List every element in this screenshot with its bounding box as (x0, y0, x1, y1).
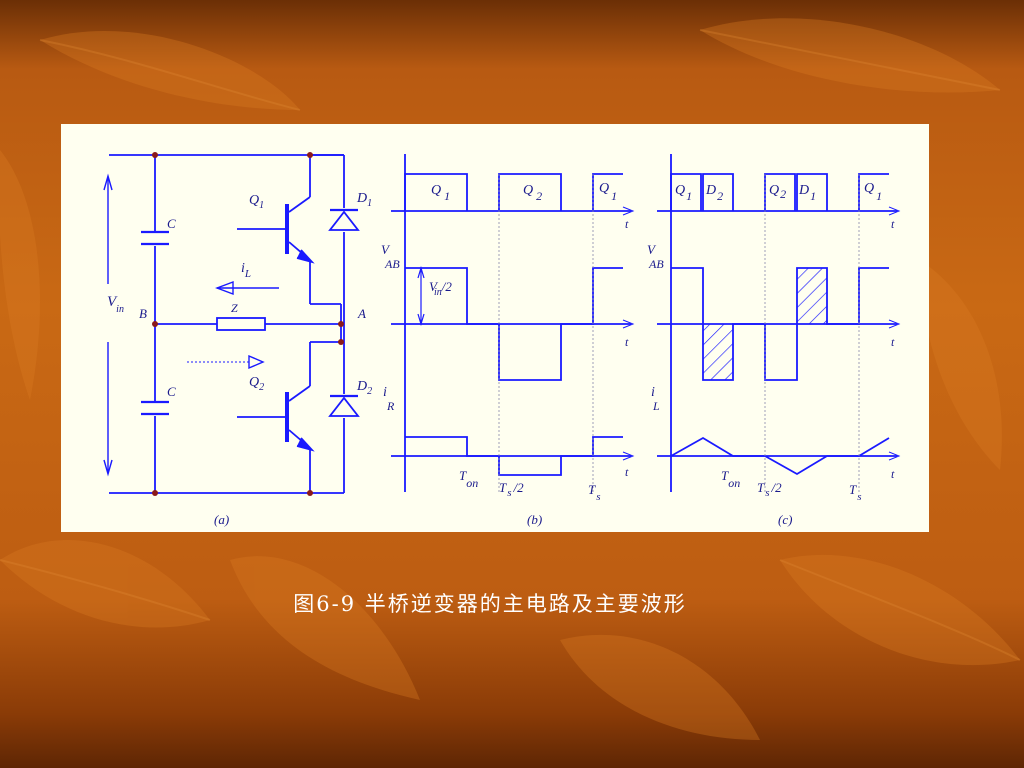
c-ts-label: Ts (849, 482, 862, 503)
figure-caption: 图6-9 半桥逆变器的主电路及主要波形 (293, 592, 687, 616)
b-t-label-3: t (625, 465, 629, 479)
time-markers-b (498, 174, 594, 494)
leaf-shape (560, 634, 760, 740)
vin-label: Vin (107, 294, 124, 315)
b-ton-label: Ton (459, 468, 478, 490)
transistor-q2 (237, 341, 341, 493)
d1-label: D1 (356, 191, 372, 209)
current-dotted-arrow (187, 354, 265, 370)
b-ts2-label: Ts/2 (499, 480, 524, 499)
leaf-shape (40, 30, 300, 111)
b-ts-label: Ts (588, 482, 601, 503)
d2-label: D2 (356, 379, 372, 397)
b-vin2-label: Vin/2 (429, 279, 452, 298)
q2-label: Q2 (249, 375, 264, 393)
diode-d1 (328, 208, 360, 231)
panel-c-label: (c) (778, 512, 792, 527)
c-q1-label: Q1 (675, 183, 692, 203)
c-d1-label: D1 (798, 183, 816, 203)
circuit-diagram (103, 154, 360, 494)
c-t-label-3: t (891, 467, 895, 481)
leaf-shape (230, 556, 420, 700)
leaf-shape (920, 260, 1002, 470)
c-ton-label: Ton (721, 468, 740, 490)
panel-a-label: (a) (214, 512, 229, 527)
b-t-label-1: t (625, 217, 629, 231)
b-ir-label: iR (383, 385, 395, 413)
il-arrow (215, 280, 279, 296)
cap-top-label: C (167, 216, 176, 231)
q1-label: Q1 (249, 193, 264, 211)
circuit-nodes (152, 152, 344, 496)
transistor-q1 (237, 155, 342, 342)
d1-conduction-hatch (797, 268, 827, 324)
waveforms-b (391, 154, 635, 492)
c-t-label-2: t (891, 335, 895, 349)
leaf-shape (0, 150, 40, 400)
leaf-shape (780, 554, 1020, 666)
cap-bottom-label: C (167, 384, 176, 399)
capacitor-top (141, 230, 169, 246)
panel-b-label: (b) (527, 512, 542, 527)
capacitor-bottom (141, 400, 169, 416)
node-a-label: A (357, 306, 366, 321)
leaf-shape (0, 540, 210, 628)
node-b-label: B (139, 306, 147, 321)
c-t-label-1: t (891, 217, 895, 231)
waveforms-c (657, 154, 901, 492)
time-markers-c (764, 174, 860, 494)
c-q2-label: Q2 (769, 183, 786, 201)
b-t-label-2: t (625, 335, 629, 349)
leaf-shape (700, 18, 1000, 93)
c-d2-label: D2 (705, 183, 723, 203)
load-label: Z (231, 301, 238, 315)
vin-arrow (103, 173, 113, 477)
il-label: iL (241, 261, 251, 280)
diode-d2 (328, 394, 360, 417)
d2-conduction-hatch (703, 324, 733, 380)
load-resistor (216, 317, 266, 331)
c-ts2-label: Ts/2 (757, 480, 782, 499)
half-bridge-figure: Vin C C B A Z Q1 Q2 D1 D2 iL (a) Q1 Q2 Q… (103, 152, 901, 527)
